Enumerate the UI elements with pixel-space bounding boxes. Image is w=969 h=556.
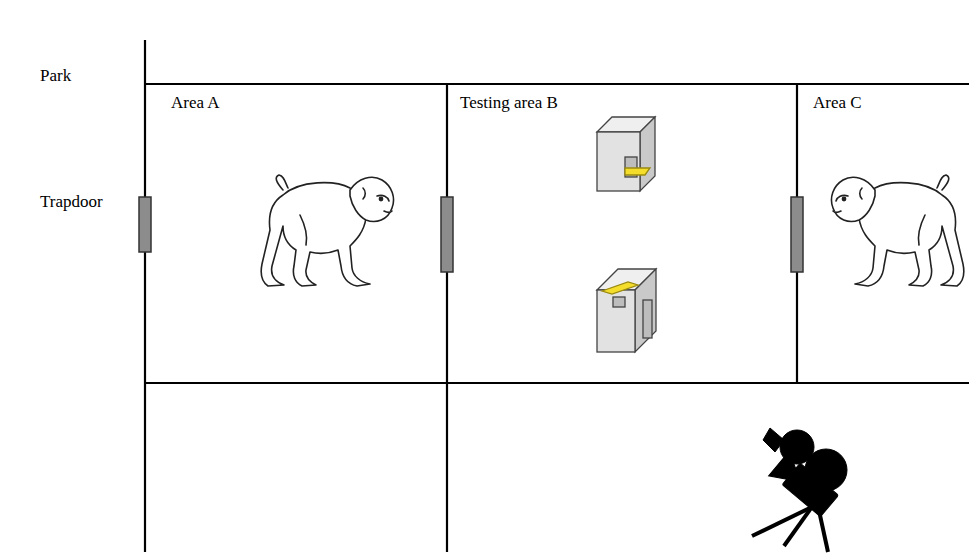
apparatus-box [597,117,655,191]
area-label: Area A [171,93,443,113]
trapdoor-label: Trapdoor [40,192,103,212]
monkey-illustration [261,175,393,286]
region-label: Park [40,66,71,86]
apparatus-box [597,269,656,352]
area-label: Area C [813,93,965,113]
enclosure-walls [145,40,969,552]
area-region: Testing area B [447,84,797,383]
video-camera [752,428,847,552]
area-region: Area A [145,84,447,383]
trapdoor-symbol [139,197,803,272]
area-label: Testing area B [460,93,793,113]
area-region: Area C [797,84,969,383]
monkey-illustration [831,175,963,286]
